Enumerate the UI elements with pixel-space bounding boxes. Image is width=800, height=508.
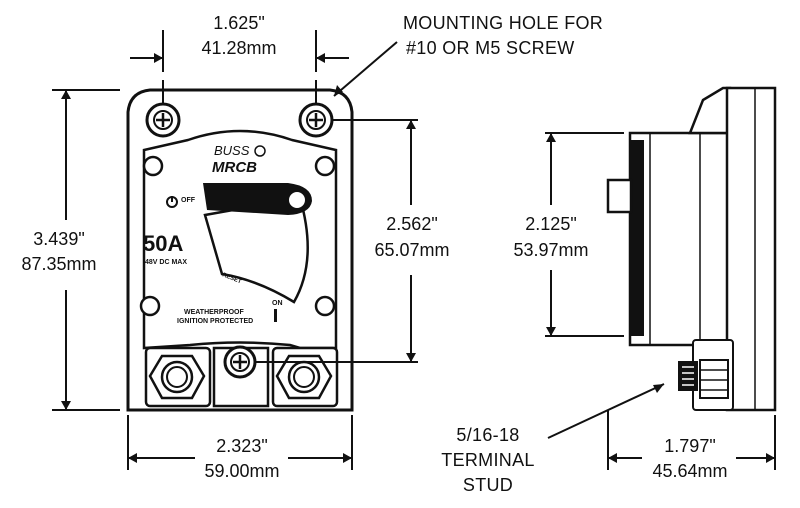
side-button: [606, 178, 633, 214]
overall-height-metric: 87.35mm: [21, 254, 96, 274]
off-icon: OFF: [166, 196, 196, 208]
overall-width-metric: 59.00mm: [204, 461, 279, 481]
voltage-label: 48V DC MAX: [145, 259, 187, 266]
mounting-hole-bottom: [212, 345, 270, 408]
ignition-label: IGNITION PROTECTED: [177, 318, 253, 325]
dimension-lines: [52, 30, 776, 470]
reset-lever: [203, 183, 312, 304]
overall-width-imperial: 2.323": [216, 436, 267, 456]
side-height-imperial: 2.125": [525, 214, 576, 234]
mounting-hole-callout-line1: MOUNTING HOLE FOR: [403, 13, 603, 33]
weatherproof-label: WEATHERPROOF: [184, 309, 244, 316]
hole-vertical-imperial: 2.562": [386, 214, 437, 234]
dimension-arrows: [61, 53, 775, 463]
hole-spacing-imperial: 1.625": [213, 13, 264, 33]
terminal-stud-callout-line2: TERMINAL: [441, 450, 534, 470]
side-depth-imperial: 1.797": [664, 436, 715, 456]
terminal-stud-callout-line1: 5/16-18: [456, 425, 519, 445]
side-front-face: [630, 140, 644, 336]
mounting-hole-top-left: [145, 102, 181, 138]
brand-logo-icon: [254, 145, 266, 157]
overall-height-imperial: 3.439": [33, 229, 84, 249]
side-view: [606, 86, 777, 412]
lever-pivot: [287, 190, 307, 210]
face-rivets: [139, 155, 336, 317]
hole-vertical-metric: 65.07mm: [374, 240, 449, 260]
brand-label: BUSS: [214, 143, 250, 158]
terminal-right: [271, 346, 339, 408]
model-label: MRCB: [212, 159, 257, 176]
side-depth-metric: 45.64mm: [652, 461, 727, 481]
side-top-step: [688, 86, 732, 135]
on-indicator: [274, 309, 277, 322]
mounting-hole-top-right: [298, 102, 334, 138]
terminal-left: [144, 346, 212, 408]
terminal-stud-side: [678, 339, 734, 411]
on-label: ON: [272, 300, 283, 307]
side-height-metric: 53.97mm: [513, 240, 588, 260]
terminal-stud-callout-line3: STUD: [463, 475, 513, 495]
mounting-hole-callout-line2: #10 OR M5 SCREW: [406, 38, 575, 58]
rating-label: 50A: [143, 231, 183, 256]
side-flange: [725, 86, 777, 412]
svg-text:OFF: OFF: [181, 197, 196, 204]
lever-handle: [203, 183, 312, 215]
hole-spacing-metric: 41.28mm: [201, 38, 276, 58]
